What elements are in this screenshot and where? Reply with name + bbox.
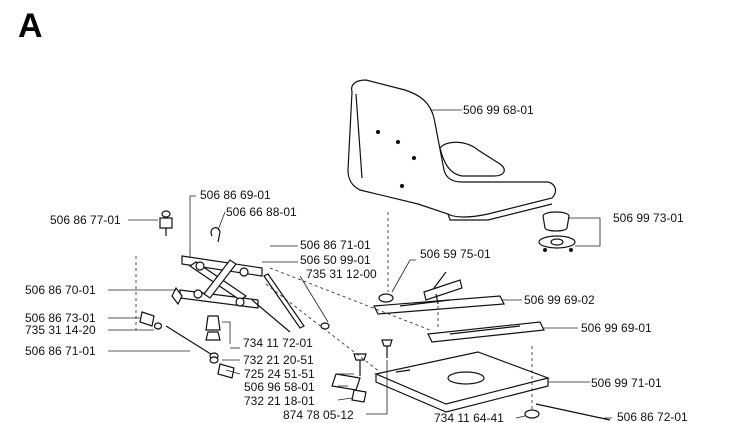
slide-upper-part bbox=[373, 279, 505, 315]
label-lever: 506 59 75-01 bbox=[420, 247, 491, 261]
slide-lower-part bbox=[427, 321, 545, 343]
pin-part bbox=[320, 322, 330, 330]
knob-assembly-part bbox=[538, 211, 576, 252]
label-knob: 506 86 77-01 bbox=[50, 213, 121, 227]
label-slide-lower: 506 99 69-01 bbox=[581, 321, 652, 335]
seat-part bbox=[347, 79, 557, 221]
label-screw-b: 874 78 05-12 bbox=[283, 408, 354, 422]
label-nut-c: 732 21 18-01 bbox=[244, 394, 315, 408]
fasteners-middle bbox=[331, 353, 367, 403]
label-washer-small: 735 31 14-20 bbox=[25, 323, 96, 337]
label-washer-b: 734 11 64-41 bbox=[434, 411, 504, 423]
lever-part bbox=[378, 271, 447, 303]
label-knob-assembly: 506 99 73-01 bbox=[613, 211, 684, 225]
label-pin: 735 31 12-00 bbox=[306, 267, 377, 281]
base-plate-part bbox=[374, 351, 551, 413]
scissor-mechanism bbox=[171, 255, 263, 309]
label-bushing: 506 86 73-01 bbox=[25, 311, 96, 325]
label-rod: 506 86 71-01 bbox=[25, 344, 96, 358]
screw-b-part bbox=[381, 339, 393, 358]
label-slide-upper: 506 99 69-02 bbox=[524, 293, 595, 307]
label-seat: 506 99 68-01 bbox=[463, 103, 534, 117]
label-spring-rod: 506 86 72-01 bbox=[617, 410, 688, 423]
label-bracket-left: 506 86 70-01 bbox=[25, 283, 96, 297]
section-letter: A bbox=[18, 7, 43, 45]
label-plate-small: 506 96 58-01 bbox=[244, 380, 315, 394]
label-base-plate: 506 99 71-01 bbox=[591, 376, 662, 390]
label-bar-b: 506 50 99-01 bbox=[300, 253, 371, 267]
label-screw-a: 725 24 51-51 bbox=[244, 367, 315, 381]
label-spring-top: 506 86 69-01 bbox=[200, 188, 271, 202]
washer-b-part bbox=[524, 409, 540, 419]
label-bar-a: 506 86 71-01 bbox=[300, 238, 371, 252]
clip-part bbox=[210, 227, 221, 243]
label-nut-b: 732 21 20-51 bbox=[243, 353, 314, 367]
small-parts-left bbox=[139, 311, 235, 379]
label-nut-a: 734 11 72-01 bbox=[243, 336, 313, 350]
knob-part bbox=[159, 210, 173, 236]
label-clip: 506 66 88-01 bbox=[226, 205, 297, 219]
alignment-lines bbox=[265, 212, 439, 373]
